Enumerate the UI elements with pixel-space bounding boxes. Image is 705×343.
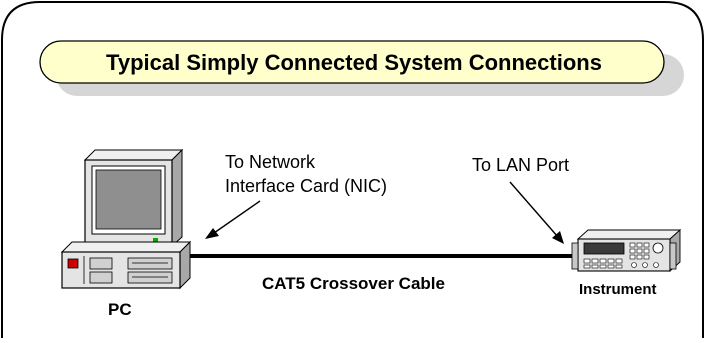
- pc-label: PC: [108, 300, 132, 319]
- outer-frame: [1, 1, 704, 338]
- nic-arrow: [205, 200, 261, 239]
- nic-label-line1: To Network: [225, 152, 316, 172]
- instrument-label: Instrument: [579, 281, 657, 298]
- title-banner: [39, 40, 665, 84]
- lan-port-label: To LAN Port: [472, 155, 570, 175]
- cable-label: CAT5 Crossover Cable: [262, 274, 445, 293]
- nic-label-line2: Interface Card (NIC): [225, 176, 388, 196]
- bench-instrument-icon: [571, 228, 682, 273]
- desktop-pc-icon: [60, 148, 192, 290]
- diagram-title: Typical Simply Connected System Connecti…: [106, 50, 602, 75]
- lan-arrow: [509, 181, 564, 244]
